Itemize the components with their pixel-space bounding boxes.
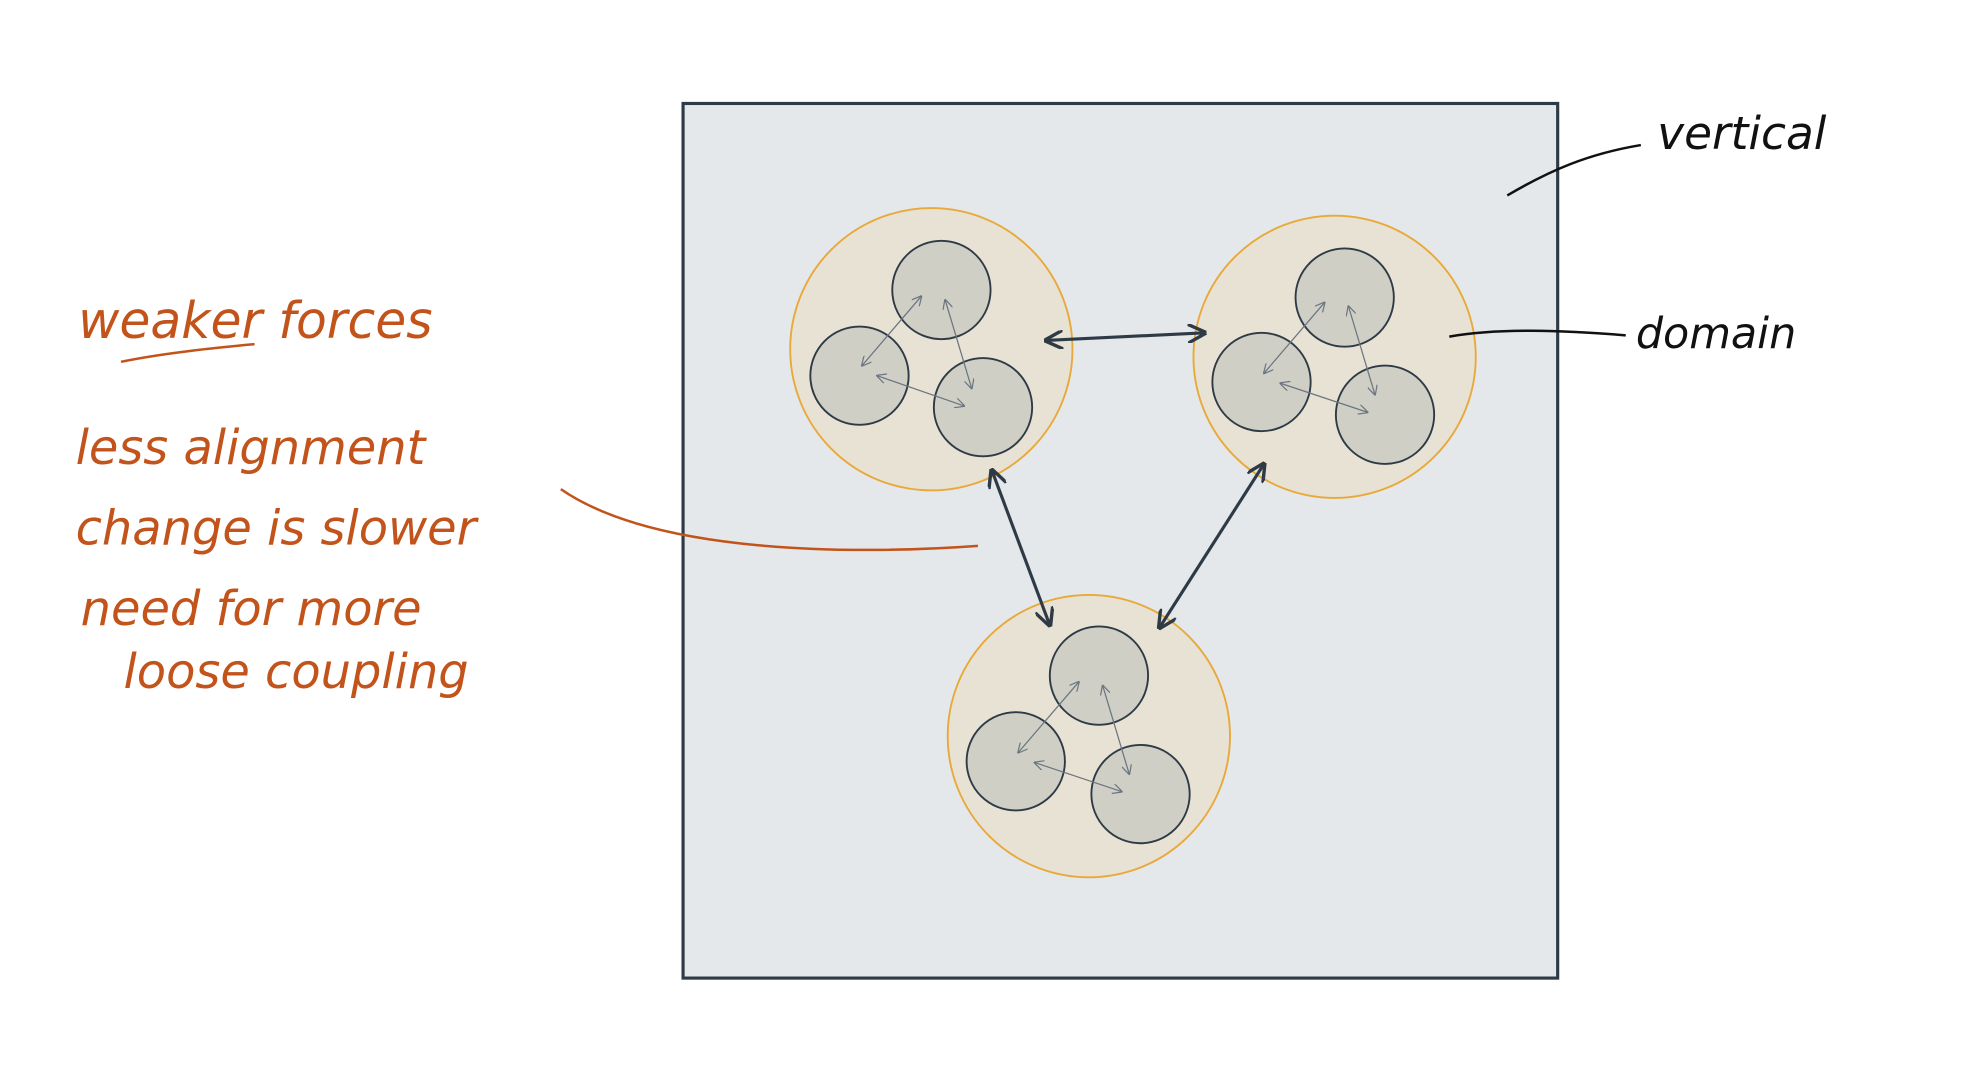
vertical-leader-line	[1506, 143, 1642, 197]
service-node	[1048, 625, 1150, 726]
service-node	[1334, 364, 1436, 465]
domain-link-arrow	[1046, 333, 1205, 341]
service-node	[809, 325, 910, 426]
vertical-label: vertical	[1657, 107, 1827, 160]
service-node	[1211, 331, 1312, 433]
domain-label: domain	[1636, 309, 1796, 359]
heading-underline	[120, 342, 255, 364]
service-node	[891, 239, 992, 341]
domain-link-arrow	[992, 470, 1050, 625]
domain-bottom	[946, 594, 1231, 879]
domain-top-right	[1192, 214, 1477, 499]
domain-top-left	[789, 207, 1074, 492]
note-line: loose coupling	[124, 645, 469, 700]
domain-leader-line	[1449, 329, 1626, 338]
service-node	[932, 357, 1034, 458]
note-line: change is slower	[76, 502, 480, 557]
note-line: need for more	[81, 582, 422, 637]
service-node	[965, 711, 1066, 812]
service-node	[1090, 743, 1191, 845]
note-line: less alignment	[76, 421, 428, 476]
service-node	[1294, 247, 1395, 348]
heading-weaker-forces: weaker forces	[78, 291, 432, 350]
domain-link-arrow	[1159, 464, 1264, 628]
notes-leader-line	[560, 488, 979, 552]
